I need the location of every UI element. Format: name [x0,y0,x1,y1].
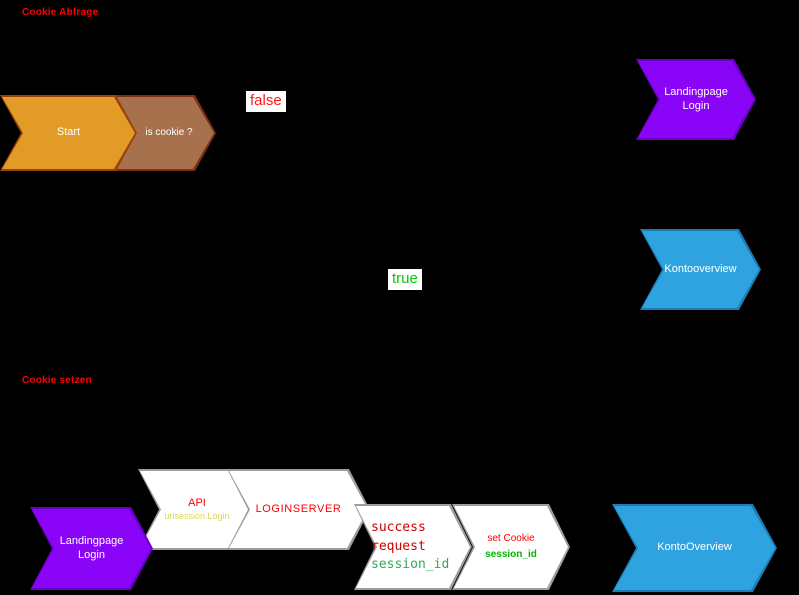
node-loginserver-text: LOGINSERVER [255,502,342,515]
edge-label-true: true [388,269,422,290]
node-landingpage-login-top-label: Landingpage Login [636,59,756,140]
node-api-label: API urlsession.Login [138,469,256,550]
node-api-line2: urlsession.Login [164,510,230,521]
section-title-cookie-setzen: Cookie setzen [22,375,92,386]
node-kontooverview-top: Kontooverview [640,229,761,310]
node-landingpage-login-top-line2: Login [682,99,710,112]
node-success-request: success request session_id [354,504,472,590]
node-is-cookie-text: is cookie ? [145,126,193,138]
node-landingpage-login-top: Landingpage Login [636,59,756,140]
node-kontooverview-bottom-fill [614,506,775,590]
node-success-line1: success [371,520,426,536]
node-landingpage-login-bottom-line2: Login [78,548,105,561]
node-start: Start [0,95,137,171]
node-api-line1: API [188,497,206,509]
node-start-text: Start [56,126,81,139]
node-loginserver-fill [229,471,368,548]
node-success-request-label: success request session_id [354,504,472,590]
node-start-fill [2,97,135,169]
node-kontooverview-top-text: Kontooverview [664,262,737,275]
node-start-label: Start [0,95,137,171]
node-set-cookie-line2: session_id [485,548,537,560]
node-kontooverview-bottom-label: KontoOverview [612,504,777,592]
node-kontooverview-bottom-text: KontoOverview [657,541,732,554]
section-title-cookie-abfrage: Cookie Abfrage [22,7,99,18]
node-is-cookie-label: is cookie ? [112,95,216,171]
node-landingpage-login-bottom: Landingpage Login [30,507,153,590]
node-kontooverview-bottom: KontoOverview [612,504,777,592]
node-success-line2: request [371,538,426,554]
node-success-line3: session_id [371,557,450,573]
node-set-cookie-line1: set Cookie [487,533,535,544]
node-loginserver: LOGINSERVER [227,469,370,550]
node-loginserver-label: LOGINSERVER [227,469,370,550]
edge-label-false: false [246,91,286,112]
node-set-cookie: set Cookie session_id [452,504,570,590]
node-kontooverview-top-label: Kontooverview [640,229,761,310]
node-landingpage-login-top-line1: Landingpage [664,85,728,98]
node-landingpage-login-bottom-label: Landingpage Login [30,507,153,590]
node-landingpage-login-bottom-line1: Landingpage [59,534,124,547]
node-set-cookie-label: set Cookie session_id [452,504,570,590]
